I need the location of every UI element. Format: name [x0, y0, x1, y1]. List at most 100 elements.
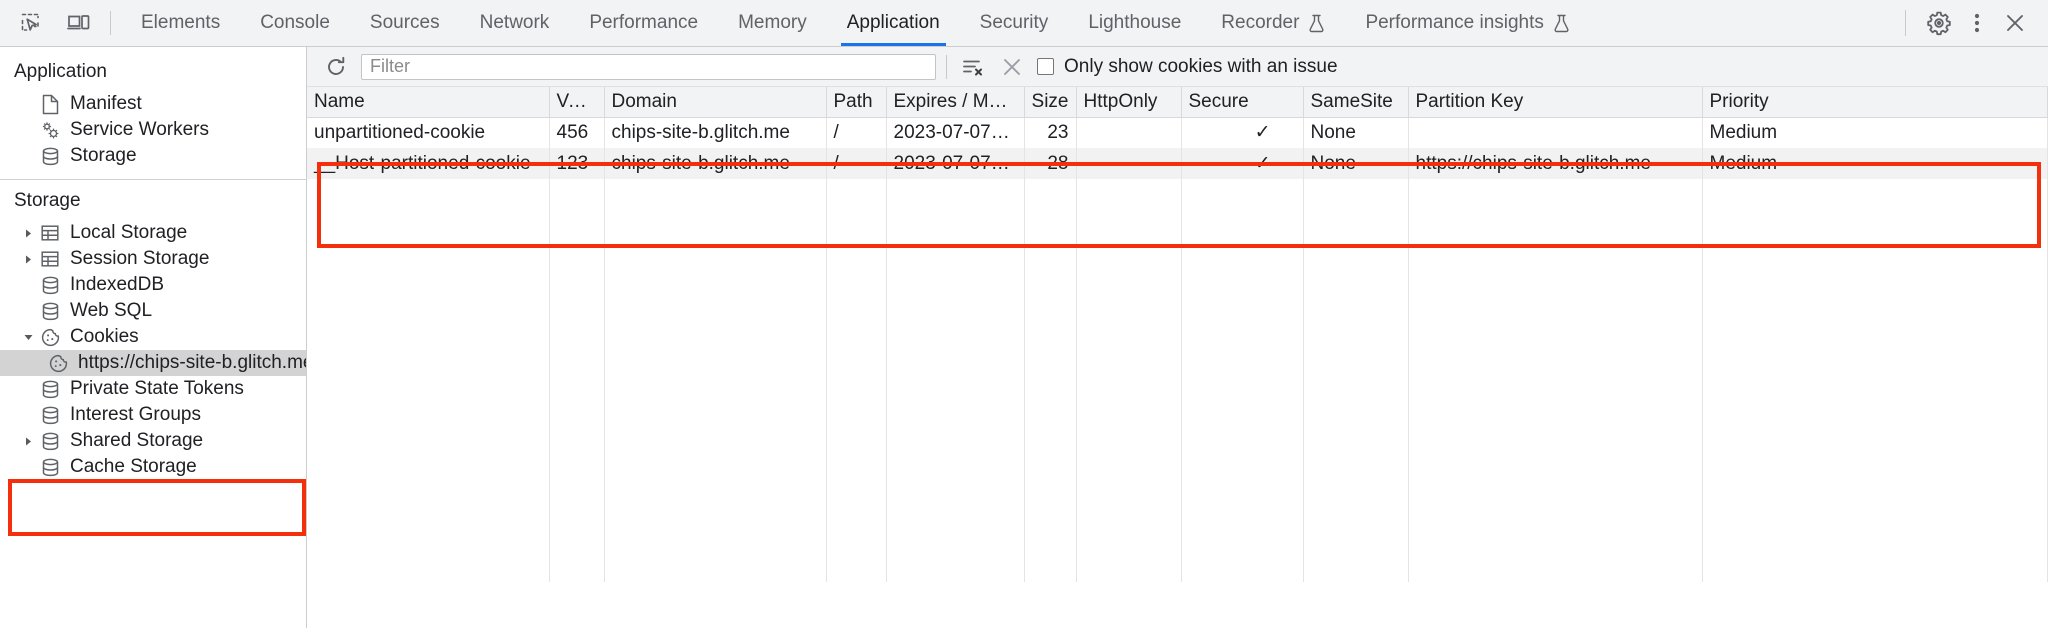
cell-path: / — [826, 148, 887, 179]
sidebar-item-cache-storage[interactable]: Cache Storage — [0, 454, 306, 480]
column-header-secure[interactable]: Secure — [1181, 87, 1304, 118]
cell-secure: ✓ — [1181, 148, 1304, 179]
tab-lighthouse[interactable]: Lighthouse — [1068, 0, 1201, 46]
cell-samesite: None — [1303, 148, 1409, 179]
sidebar-item-web-sql[interactable]: Web SQL — [0, 298, 306, 324]
refresh-icon[interactable] — [321, 52, 351, 82]
database-icon — [38, 301, 62, 322]
table-grid-icon — [38, 223, 62, 243]
cell-httponly — [1076, 117, 1182, 148]
column-header-partition-key[interactable]: Partition Key — [1408, 87, 1703, 118]
cell-name: unpartitioned-cookie — [307, 117, 550, 148]
column-header-name[interactable]: Name — [307, 87, 550, 118]
column-header-samesite[interactable]: SameSite — [1303, 87, 1409, 118]
table-empty-row — [307, 365, 2048, 396]
cell-partition-key: https://chips-site-b.glitch.me — [1408, 148, 1703, 179]
close-icon[interactable] — [1998, 6, 2032, 40]
cell-samesite: None — [1303, 117, 1409, 148]
cookies-table: Name Value Domain Path Expires / M… Size… — [307, 87, 2048, 582]
sidebar-item-label: Storage — [70, 145, 137, 166]
kebab-menu-icon[interactable] — [1960, 6, 1994, 40]
sidebar-item-manifest[interactable]: Manifest — [0, 91, 306, 117]
column-header-priority[interactable]: Priority — [1702, 87, 2048, 118]
tab-console[interactable]: Console — [240, 0, 350, 46]
tab-application[interactable]: Application — [827, 0, 960, 46]
sidebar-item-cookie-origin[interactable]: https://chips-site-b.glitch.me — [0, 350, 306, 376]
column-header-domain[interactable]: Domain — [604, 87, 827, 118]
cell-value: 456 — [549, 117, 605, 148]
table-empty-row — [307, 303, 2048, 334]
database-icon — [38, 457, 62, 478]
table-empty-row — [307, 427, 2048, 458]
chevron-right-icon[interactable] — [18, 228, 38, 239]
cell-path: / — [826, 117, 887, 148]
table-empty-row — [307, 551, 2048, 582]
column-header-path[interactable]: Path — [826, 87, 887, 118]
clear-all-x-icon[interactable] — [997, 52, 1027, 82]
tab-memory[interactable]: Memory — [718, 0, 827, 46]
chevron-down-icon[interactable] — [18, 332, 38, 343]
sidebar-item-shared-storage[interactable]: Shared Storage — [0, 428, 306, 454]
table-row[interactable]: __Host-partitioned-cookie 123 chips-site… — [307, 148, 2048, 179]
cell-size: 23 — [1024, 117, 1077, 148]
cell-value: 123 — [549, 148, 605, 179]
tab-label: Security — [979, 12, 1049, 33]
only-show-issues-label: Only show cookies with an issue — [1064, 55, 1338, 77]
filter-toolbar-divider — [946, 54, 947, 79]
sidebar-section-title-storage: Storage — [14, 190, 81, 211]
table-empty-row — [307, 179, 2048, 210]
cell-name: __Host-partitioned-cookie — [307, 148, 550, 179]
column-header-httponly[interactable]: HttpOnly — [1076, 87, 1182, 118]
cookies-table-header-row: Name Value Domain Path Expires / M… Size… — [307, 87, 2048, 118]
sidebar-item-local-storage[interactable]: Local Storage — [0, 220, 306, 246]
tab-elements[interactable]: Elements — [121, 0, 240, 46]
cookies-table-body: unpartitioned-cookie 456 chips-site-b.gl… — [307, 117, 2048, 582]
table-empty-row — [307, 241, 2048, 272]
table-empty-row — [307, 334, 2048, 365]
column-header-size[interactable]: Size — [1024, 87, 1077, 118]
table-empty-row — [307, 272, 2048, 303]
sidebar-item-interest-groups[interactable]: Interest Groups — [0, 402, 306, 428]
sidebar-item-session-storage[interactable]: Session Storage — [0, 246, 306, 272]
database-icon — [38, 379, 62, 400]
sidebar-item-private-state-tokens[interactable]: Private State Tokens — [0, 376, 306, 402]
sidebar-item-indexeddb[interactable]: IndexedDB — [0, 272, 306, 298]
filter-input[interactable] — [361, 53, 936, 80]
tab-sources[interactable]: Sources — [350, 0, 460, 46]
sidebar-item-label: Local Storage — [70, 222, 188, 243]
table-empty-row — [307, 396, 2048, 427]
sidebar-item-cookies[interactable]: Cookies — [0, 324, 306, 350]
column-header-expires[interactable]: Expires / M… — [886, 87, 1025, 118]
only-show-issues-filter[interactable]: Only show cookies with an issue — [1037, 56, 1338, 78]
chevron-right-icon[interactable] — [18, 254, 38, 265]
device-toolbar-icon[interactable] — [62, 6, 96, 40]
tab-performance-insights[interactable]: Performance insights — [1345, 0, 1589, 46]
gear-icon[interactable] — [1922, 6, 1956, 40]
cell-domain: chips-site-b.glitch.me — [604, 148, 827, 179]
database-icon — [38, 275, 62, 296]
inspect-cursor-icon[interactable] — [14, 6, 48, 40]
tab-network[interactable]: Network — [460, 0, 570, 46]
sidebar-item-storage[interactable]: Storage — [0, 143, 306, 169]
chevron-right-icon[interactable] — [18, 436, 38, 447]
experiment-flask-icon — [1553, 14, 1570, 33]
column-header-value[interactable]: Value — [549, 87, 605, 118]
toolbar-divider-right — [1905, 10, 1906, 36]
table-row[interactable]: unpartitioned-cookie 456 chips-site-b.gl… — [307, 117, 2048, 148]
only-show-issues-checkbox[interactable] — [1037, 58, 1054, 75]
table-empty-row — [307, 520, 2048, 551]
tab-recorder[interactable]: Recorder — [1201, 0, 1345, 46]
tab-label: Recorder — [1221, 12, 1300, 33]
sidebar-item-service-workers[interactable]: Service Workers — [0, 117, 306, 143]
sidebar-item-label: IndexedDB — [70, 274, 165, 295]
tab-performance[interactable]: Performance — [569, 0, 718, 46]
tab-security[interactable]: Security — [960, 0, 1069, 46]
tab-label: Application — [846, 12, 940, 33]
cell-partition-key — [1408, 117, 1703, 148]
experiment-flask-icon — [1308, 14, 1325, 33]
cell-priority: Medium — [1702, 148, 2048, 179]
tab-label: Network — [479, 12, 550, 33]
sidebar-item-label: Shared Storage — [70, 430, 204, 451]
clear-filtered-icon[interactable] — [957, 52, 987, 82]
cookies-tree-highlight-annotation — [8, 479, 306, 536]
